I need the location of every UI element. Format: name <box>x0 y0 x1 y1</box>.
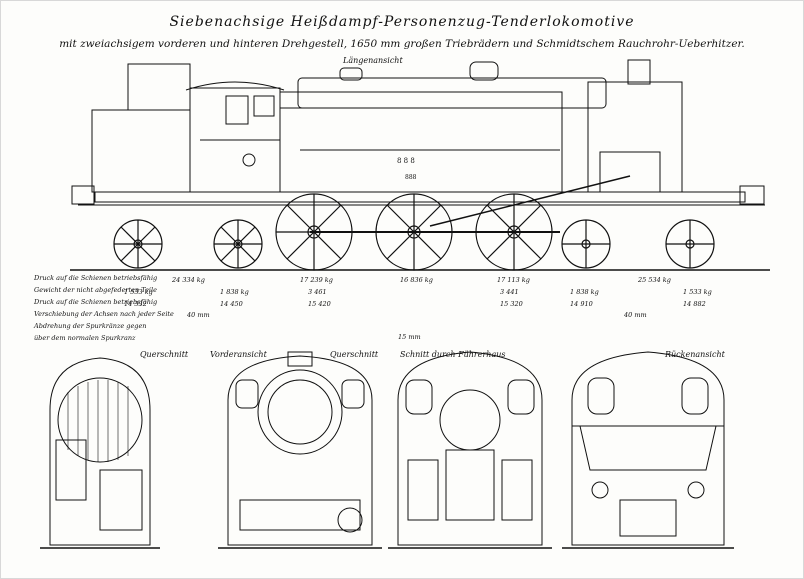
weight-value: 1 533 kg <box>124 288 153 296</box>
shift-note: 15 mm <box>398 333 421 341</box>
drawing-title: Siebenachsige Heißdampf-Personenzug-Tend… <box>169 14 635 30</box>
wheels <box>113 193 715 271</box>
connecting-rod <box>429 175 631 227</box>
smokebox <box>587 81 683 193</box>
tank-top <box>279 91 563 109</box>
front-view <box>218 351 382 549</box>
sand-dome <box>339 67 363 81</box>
row-label: Abdrehung der Spurkränze gegen <box>34 322 147 330</box>
rear-view <box>562 351 734 549</box>
weight-value: 17 113 kg <box>497 276 530 284</box>
weight-value: 17 239 kg <box>300 276 333 284</box>
cab-section-view <box>388 351 552 549</box>
coal-bunker <box>91 109 191 193</box>
cross-section-1 <box>40 357 160 549</box>
row-label: Gewicht der nicht abgefederten Teile <box>34 286 157 294</box>
rear-bogie-wheel-2 <box>213 219 263 269</box>
shift-note: 40 mm <box>624 311 647 319</box>
weight-value: 16 836 kg <box>400 276 433 284</box>
cab-roof <box>185 81 285 91</box>
oval-plate: 888 <box>405 174 417 181</box>
weight-value: 1 838 kg <box>570 288 599 296</box>
steam-dome <box>469 61 499 81</box>
weight-value: 24 334 kg <box>172 276 205 284</box>
weight-value: 3 461 <box>308 288 327 296</box>
main-frame <box>94 191 746 203</box>
weight-value: 14 450 <box>220 300 243 308</box>
weight-value: 25 534 kg <box>638 276 671 284</box>
cab-window <box>225 95 249 125</box>
drawing-subtitle: mit zweiachsigem vorderen und hinteren D… <box>59 38 745 50</box>
label-rear-view: Rückenansicht <box>665 350 725 359</box>
shift-note: 40 mm <box>187 311 210 319</box>
driving-wheel-1 <box>275 193 353 271</box>
front-bogie-wheel-1 <box>561 219 611 269</box>
weight-value: 14 910 <box>570 300 593 308</box>
weight-value: 1 838 kg <box>220 288 249 296</box>
front-bogie-wheel-2 <box>665 219 715 269</box>
row-label: über dem normalen Spurkranz <box>34 334 136 342</box>
cab-window-2 <box>253 95 275 117</box>
weight-value: 15 420 <box>308 300 331 308</box>
weight-value: 3 441 <box>500 288 519 296</box>
driving-wheel-3 <box>475 193 553 271</box>
number-plate: 8 8 8 <box>397 157 415 165</box>
weight-value: 14 332 <box>124 300 147 308</box>
driving-wheel-2 <box>375 193 453 271</box>
bunker-top <box>127 63 191 111</box>
front-buffer <box>739 185 765 205</box>
label-front-view: Vorderansicht <box>210 350 267 359</box>
rear-bogie-wheel-1 <box>113 219 163 269</box>
row-label: Druck auf die Schienen betriebsfähig <box>34 274 158 282</box>
rear-buffer <box>71 185 95 205</box>
label-cab-section: Schnitt durch Führerhaus <box>400 350 506 359</box>
chimney <box>627 59 651 85</box>
weight-value: 15 320 <box>500 300 523 308</box>
label-cross-section-2: Querschnitt <box>330 350 379 359</box>
side-elevation <box>70 59 770 271</box>
cab-emblem <box>242 153 256 167</box>
label-side-view: Längenansicht <box>343 56 403 65</box>
weight-value: 14 882 <box>683 300 706 308</box>
label-cross-section-1: Querschnitt <box>140 350 189 359</box>
weight-value: 1 533 kg <box>683 288 712 296</box>
row-label: Verschiebung der Achsen nach jeder Seite <box>34 310 174 318</box>
cylinder <box>599 151 661 193</box>
row-label: Druck auf die Schienen betriebsfähig <box>34 298 158 306</box>
boiler <box>297 77 607 109</box>
